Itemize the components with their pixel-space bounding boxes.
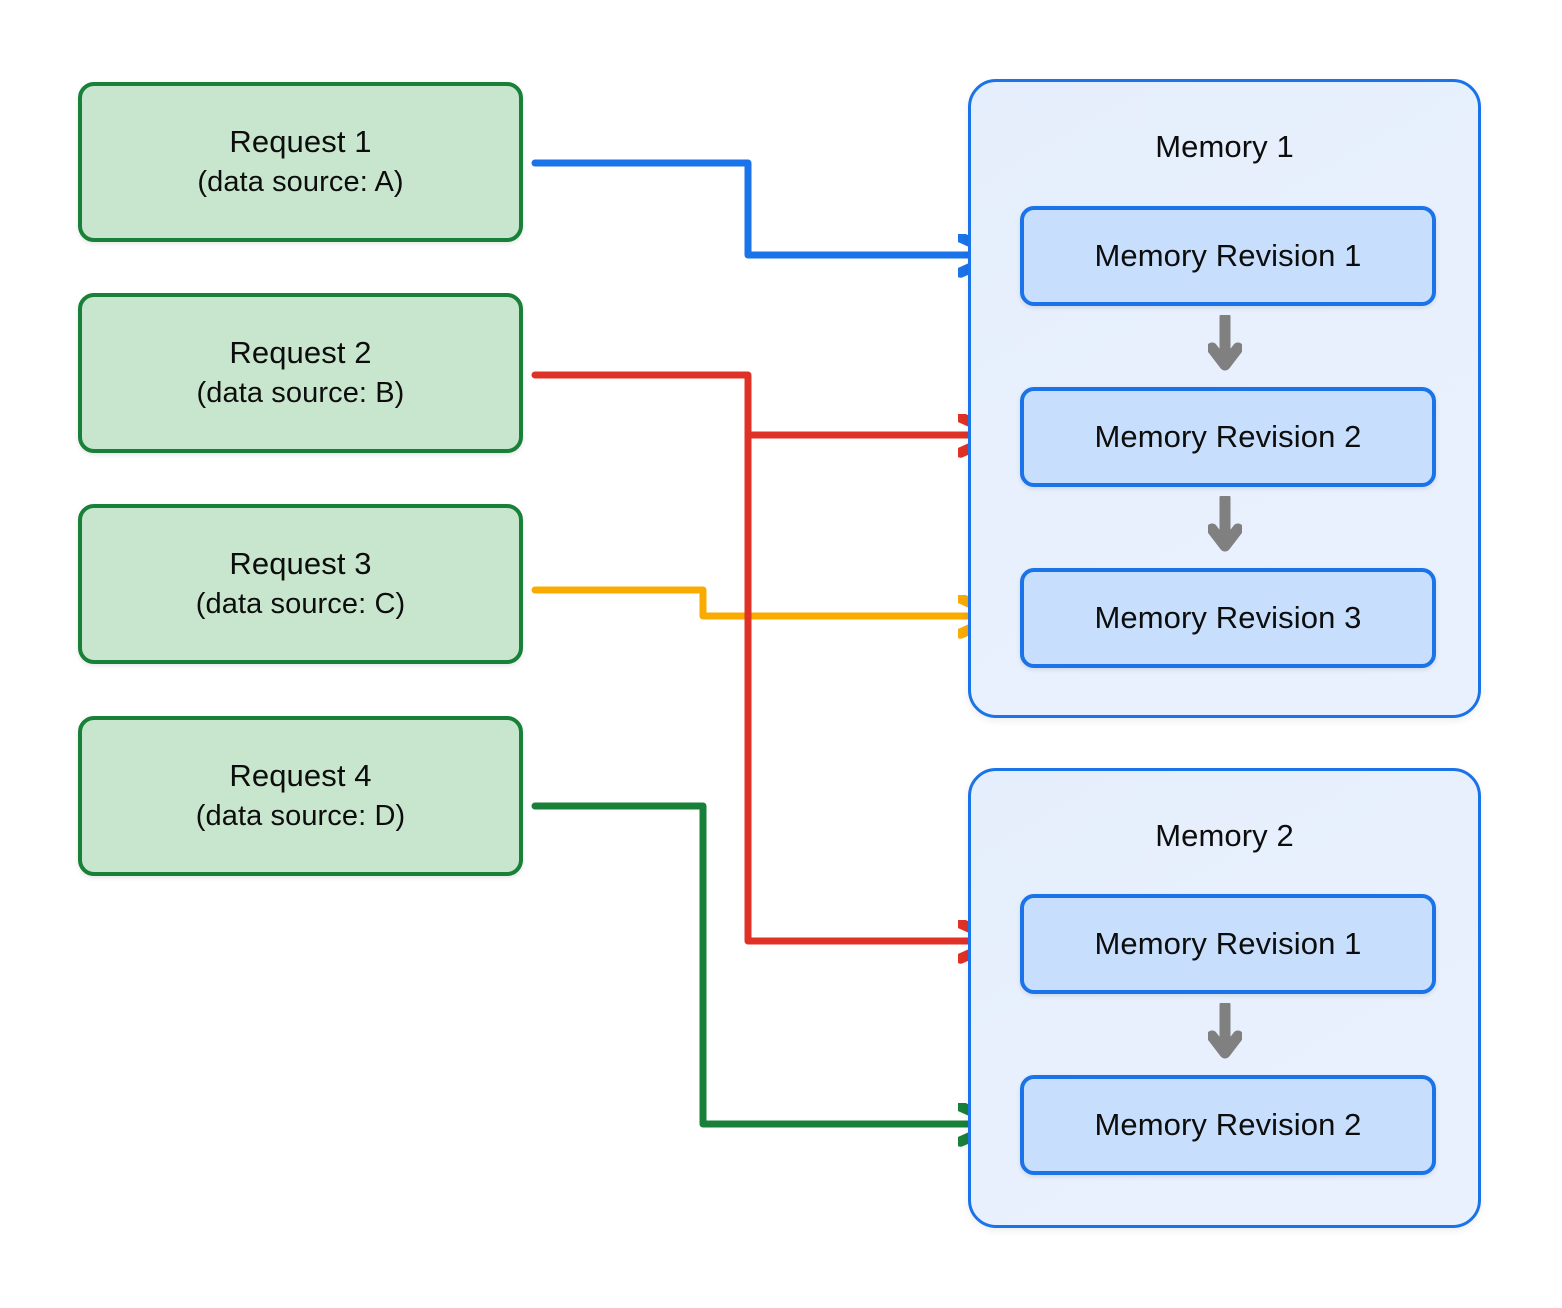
revision-box-memory-1-revision-3[interactable]: Memory Revision 3 <box>1020 568 1436 668</box>
revision-label: Memory Revision 2 <box>1094 419 1362 454</box>
memory-container-1[interactable]: Memory 1 Memory Revision 1 Memory Revisi… <box>968 79 1481 718</box>
revision-box-memory-2-revision-1[interactable]: Memory Revision 1 <box>1020 894 1436 994</box>
memory-title: Memory 1 <box>1155 129 1294 164</box>
request-title: Request 1 <box>229 124 372 160</box>
request-subtitle: (data source: B) <box>196 376 405 409</box>
sequence-arrow-down-icon <box>971 314 1478 374</box>
sequence-arrow-down-icon <box>971 495 1478 555</box>
revision-label: Memory Revision 1 <box>1094 926 1362 961</box>
request-subtitle: (data source: A) <box>197 165 404 198</box>
revision-box-memory-2-revision-2[interactable]: Memory Revision 2 <box>1020 1075 1436 1175</box>
request-box-1[interactable]: Request 1 (data source: A) <box>78 82 523 242</box>
memory-container-2[interactable]: Memory 2 Memory Revision 1 Memory Revisi… <box>968 768 1481 1228</box>
sequence-arrow-down-icon <box>971 1002 1478 1062</box>
connector-request-2-trunk <box>531 371 997 941</box>
connector-request-3-to-memory-1-revision-3 <box>531 586 997 616</box>
revision-label: Memory Revision 1 <box>1094 238 1362 273</box>
connector-request-1-to-memory-1-revision-1 <box>531 159 997 255</box>
revision-label: Memory Revision 2 <box>1094 1107 1362 1142</box>
request-subtitle: (data source: C) <box>195 587 406 620</box>
memory-title: Memory 2 <box>1155 818 1294 853</box>
revision-label: Memory Revision 3 <box>1094 600 1362 635</box>
connector-request-4-to-memory-2-revision-2 <box>531 802 997 1124</box>
request-title: Request 3 <box>229 546 372 582</box>
request-title: Request 2 <box>229 335 372 371</box>
revision-box-memory-1-revision-2[interactable]: Memory Revision 2 <box>1020 387 1436 487</box>
request-box-3[interactable]: Request 3 (data source: C) <box>78 504 523 664</box>
request-box-4[interactable]: Request 4 (data source: D) <box>78 716 523 876</box>
revision-box-memory-1-revision-1[interactable]: Memory Revision 1 <box>1020 206 1436 306</box>
request-subtitle: (data source: D) <box>195 799 406 832</box>
request-title: Request 4 <box>229 758 372 794</box>
request-box-2[interactable]: Request 2 (data source: B) <box>78 293 523 453</box>
